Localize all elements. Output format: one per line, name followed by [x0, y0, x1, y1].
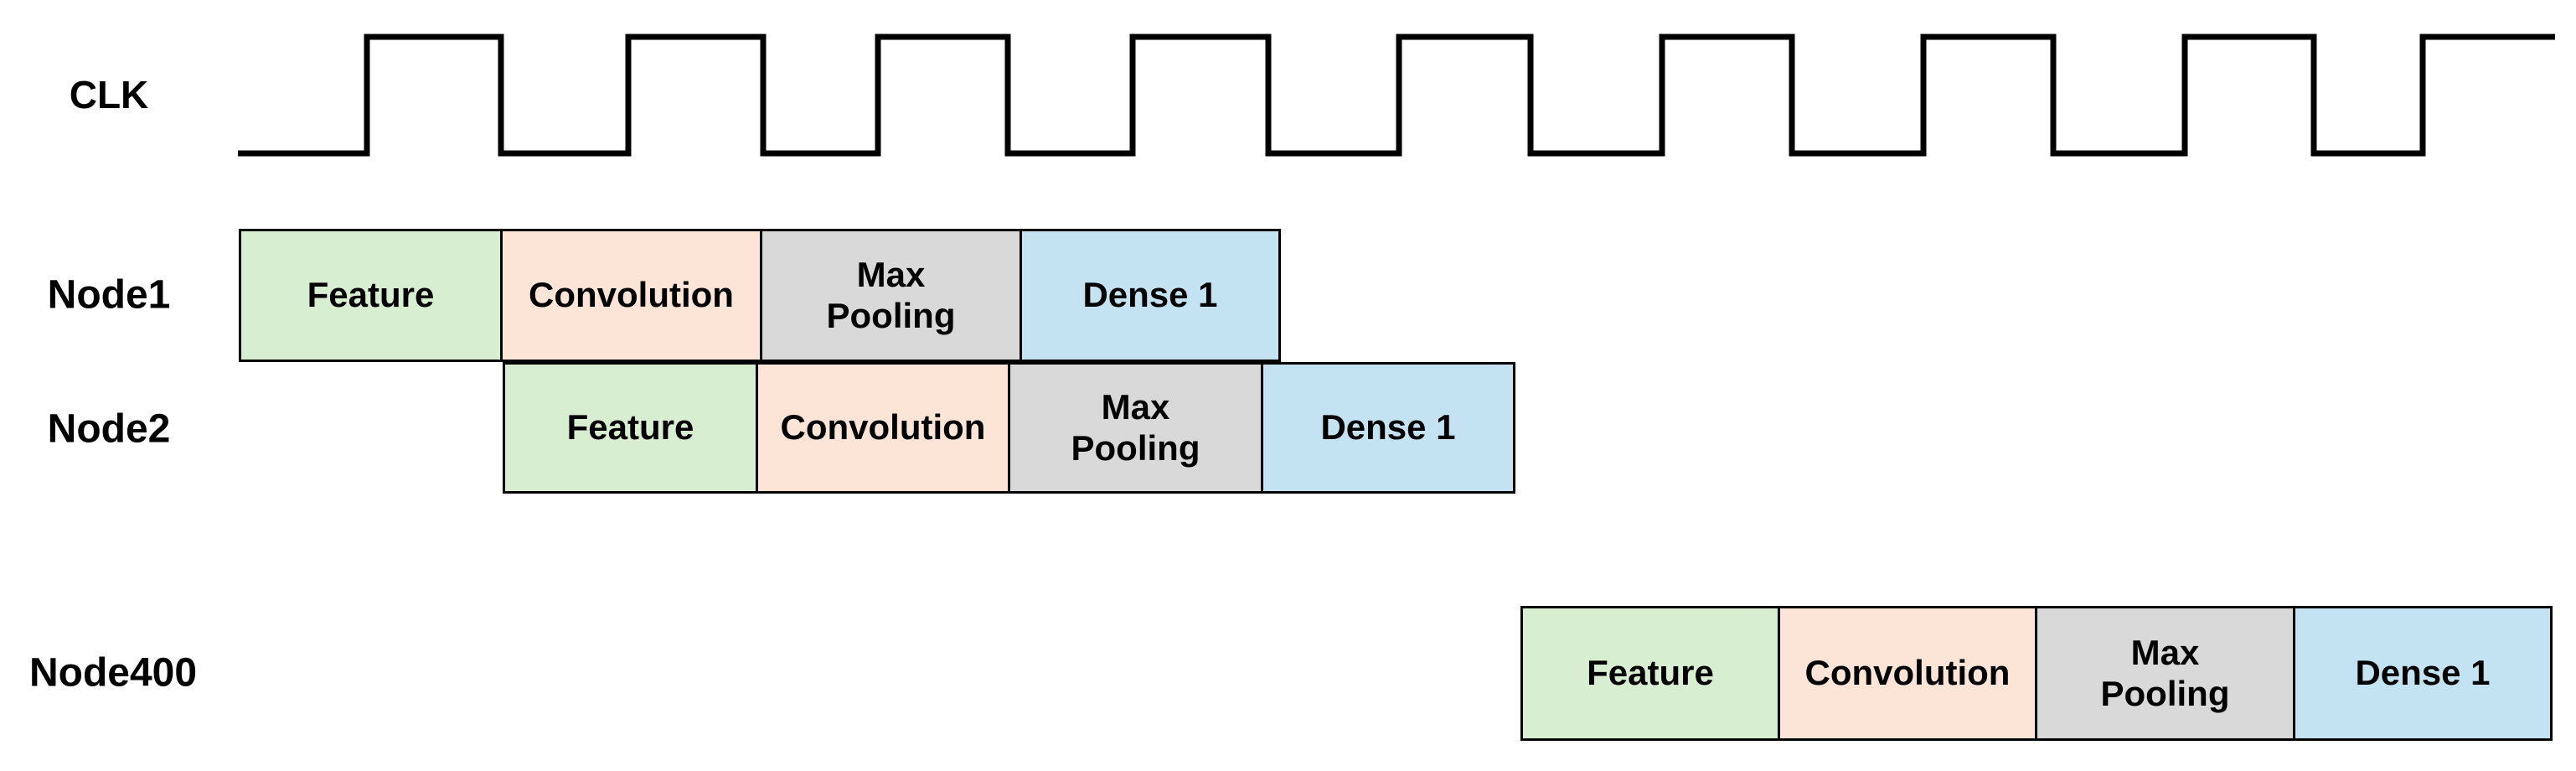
clk-label: CLK	[69, 73, 149, 116]
stage-cell-feature: Feature	[503, 362, 758, 494]
stage-cell-convolution: Convolution	[756, 362, 1010, 494]
stage-cell-dense: Dense 1	[1261, 362, 1515, 494]
stage-cell-max-pooling: Max Pooling	[1008, 362, 1263, 494]
row-label-node400: Node400	[28, 650, 198, 696]
stage-cell-dense: Dense 1	[2293, 606, 2553, 741]
row-label-node1: Node1	[47, 272, 171, 318]
stage-cell-dense: Dense 1	[1020, 229, 1281, 362]
clock-polyline	[238, 34, 2555, 157]
row-label-node2: Node2	[47, 406, 171, 452]
stage-cell-feature: Feature	[1520, 606, 1780, 741]
stage-cell-convolution: Convolution	[500, 229, 762, 362]
stage-cell-convolution: Convolution	[1778, 606, 2037, 741]
stage-cell-max-pooling: Max Pooling	[760, 229, 1022, 362]
stage-cell-max-pooling: Max Pooling	[2035, 606, 2295, 741]
stage-cell-feature: Feature	[239, 229, 503, 362]
